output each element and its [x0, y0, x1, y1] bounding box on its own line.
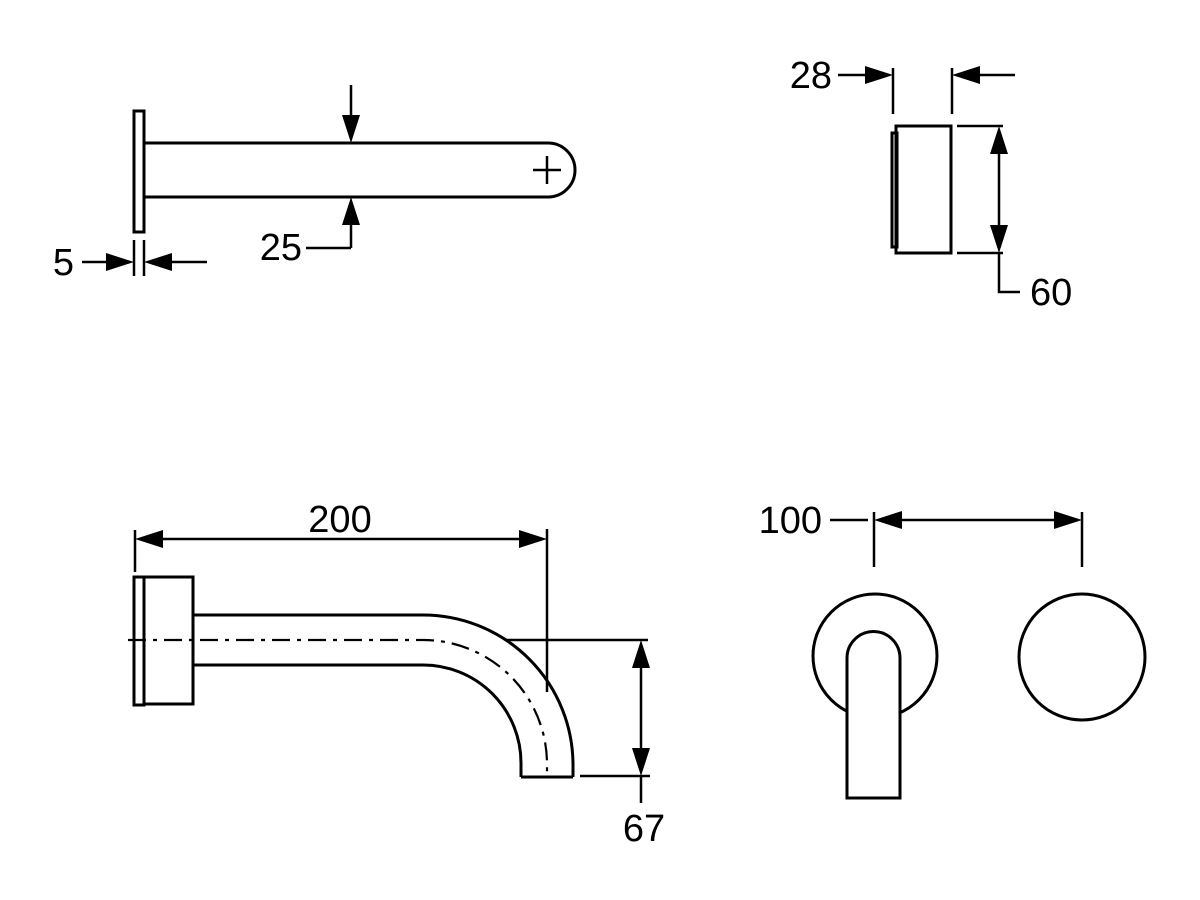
arrowhead-down [632, 748, 650, 776]
arrowhead-down [990, 225, 1008, 253]
arrowhead-right [106, 253, 134, 271]
view-spout-top: 25 5 [53, 85, 577, 284]
dimension-outlet-drop: 67 [506, 638, 665, 850]
arrowhead-left [952, 66, 980, 84]
dimension-handle-depth: 28 [790, 55, 1015, 114]
dimension-spout-diameter: 25 [260, 85, 360, 269]
dimension-handle-diameter: 60 [957, 124, 1072, 314]
dim-label-wall-plate-thickness: 5 [53, 242, 74, 284]
handle-body-side-view [894, 124, 953, 255]
spout-outer-contour [193, 613, 575, 777]
spout-inner-contour [193, 663, 523, 777]
dimension-wall-plate-thickness: 5 [53, 240, 207, 284]
dim-label-spout-projection: 200 [308, 499, 371, 541]
dim-label-spout-diameter: 25 [260, 227, 302, 269]
arrowhead-right [865, 66, 893, 84]
view-front: 100 [759, 500, 1147, 800]
wall-plate-top-view [132, 109, 146, 234]
arrowhead-right [1054, 511, 1082, 529]
arrowhead-up [632, 640, 650, 668]
dim-label-outlet-drop: 67 [623, 808, 665, 850]
arrowhead-up [342, 197, 360, 225]
spout-front-circle [1017, 592, 1147, 722]
dim-label-handle-diameter: 60 [1030, 272, 1072, 314]
arrowhead-up [990, 126, 1008, 154]
crosshair-mark [533, 156, 561, 184]
arrowhead-down [342, 115, 360, 143]
spout-centerline [128, 638, 549, 777]
arrowhead-left [144, 253, 172, 271]
view-spout-side: 200 67 [128, 499, 665, 850]
spout-body-top-view [144, 141, 577, 199]
dimension-spout-projection: 200 [133, 499, 549, 692]
leader-line [997, 253, 1020, 294]
dim-label-hole-centres: 100 [759, 500, 822, 542]
arrowhead-left [874, 511, 902, 529]
handle-lever [845, 630, 902, 800]
view-handle-side: 28 60 [790, 55, 1073, 314]
arrowhead-left [135, 530, 163, 548]
dim-label-handle-depth: 28 [790, 55, 832, 97]
dimension-hole-centres: 100 [759, 500, 1084, 567]
arrowhead-right [519, 530, 547, 548]
